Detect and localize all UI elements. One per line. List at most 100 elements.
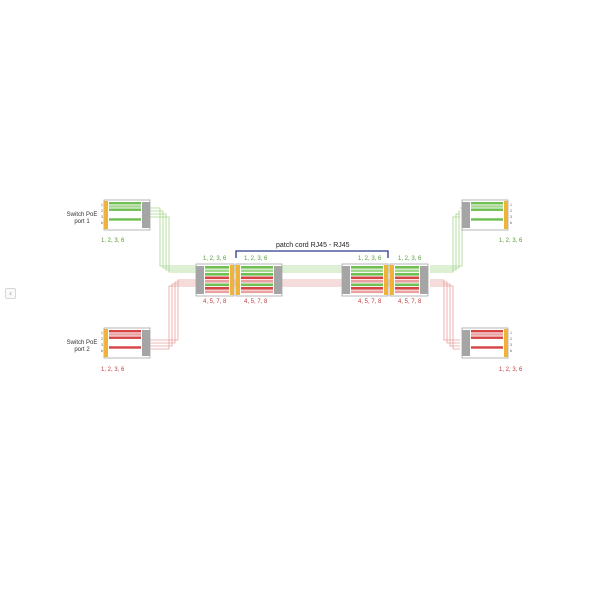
- port2-left-marks-mark: 1: [101, 331, 103, 335]
- port1-plug-left-boot: [142, 202, 150, 228]
- port2-right-marks-mark: 6: [510, 349, 512, 353]
- port2-right-marks-mark: 2: [510, 337, 512, 341]
- switch-port-2-line1: Switch PoE: [66, 340, 98, 346]
- port2-plug-right-pin-stripe: [471, 343, 503, 346]
- cord-plug-b-contacts: [384, 265, 388, 295]
- port2-left-marks-mark: 2: [101, 337, 103, 341]
- switch-port-2-label: Switch PoE port 2: [62, 340, 102, 354]
- port1-plug-right-pin-stripe: [471, 202, 503, 205]
- port1-right-marks-mark: 3: [510, 215, 512, 219]
- port2-left-marks-mark: 6: [101, 349, 103, 353]
- port1-plug-left-pin-stripe: [109, 211, 141, 215]
- cord-plug-b-boot: [342, 266, 350, 294]
- port1-plug-right-pin-stripe: [471, 221, 503, 224]
- pins-label-splitter-b-bottom: 4, 5, 7, 8: [398, 299, 422, 305]
- cord-plug-a: [235, 263, 283, 297]
- splitter-a: [195, 263, 235, 297]
- port2-plug-left-pin-stripe: [109, 333, 141, 336]
- splitter-b-pin-stripe: [395, 273, 419, 276]
- port2-plug-left-contacts: [104, 329, 108, 357]
- patch-cord-bracket: [235, 250, 389, 258]
- port1-plug-left-pin-stripe: [109, 215, 141, 218]
- port1-left-marks-mark: 3: [101, 215, 103, 219]
- cord-plug-a-pin-stripe: [241, 266, 273, 269]
- pins-label-splitter-a-top: 1, 2, 3, 6: [203, 256, 227, 262]
- splitter-a-boot: [196, 266, 204, 294]
- port2-plug-right-pin-stripe: [471, 346, 503, 349]
- splitter-b-pin-stripe: [395, 269, 419, 273]
- pins-label-left-bottom: 1, 2, 3, 6: [101, 367, 125, 373]
- port1-plug-right-pin-stripe: [471, 224, 503, 228]
- port2-plug-left-pin-stripe: [109, 352, 141, 356]
- port1-right-marks-mark: 2: [510, 209, 512, 213]
- cord-plug-b-pin-stripe: [351, 287, 383, 290]
- port1-plug-left-pin-stripe: [109, 202, 141, 205]
- cord-plug-b-pin-stripe: [351, 266, 383, 269]
- port2-plug-left-boot: [142, 330, 150, 356]
- port1-plug-left-pin-stripe: [109, 224, 141, 228]
- pins-label-splitter-b-top: 1, 2, 3, 6: [398, 256, 422, 262]
- port2-plug-right-pin-stripe: [471, 339, 503, 343]
- splitter-a-pin-stripe: [205, 269, 229, 273]
- splitter-b-pin-stripe: [395, 287, 419, 290]
- chevron-left-icon: ‹: [8, 289, 13, 298]
- splitter-a-pin-stripe: [205, 266, 229, 269]
- pins-label-right-bottom: 1, 2, 3, 6: [499, 367, 523, 373]
- port1-plug-right-pin-stripe: [471, 215, 503, 218]
- pins-label-cord-a-bottom: 4, 5, 7, 8: [244, 299, 268, 305]
- splitter-b-boot: [420, 266, 428, 294]
- port2-plug-left-pin-stripe: [109, 336, 141, 339]
- switch-port-1-line2: port 1: [74, 219, 90, 225]
- port2-plug-left-pin-stripe: [109, 349, 141, 352]
- splitter-a-pin-stripe: [205, 283, 229, 287]
- splitter-b-pin-stripe: [395, 266, 419, 269]
- splitter-a-pin-stripe: [205, 276, 229, 280]
- cord-plug-a-pin-stripe: [241, 269, 273, 273]
- port1-right-marks-mark: 1: [510, 203, 512, 207]
- cord-plug-a-pin-stripe: [241, 290, 273, 294]
- port2-plug-right-boot: [462, 330, 470, 356]
- cord-plug-a-boot: [274, 266, 282, 294]
- port2-right-marks-mark: 1: [510, 331, 512, 335]
- port2-plug-right-pin-stripe: [471, 352, 503, 356]
- pins-label-right-top: 1, 2, 3, 6: [499, 238, 523, 244]
- cord-plug-b-pin-stripe: [351, 290, 383, 294]
- port1-plug-right-boot: [462, 202, 470, 228]
- splitter-a-pin-stripe: [205, 287, 229, 290]
- splitter-a-pin-stripe: [205, 273, 229, 276]
- port2-plug-right-pin-stripe: [471, 333, 503, 336]
- cord-plug-a-pin-stripe: [241, 273, 273, 276]
- port2-plug-right-pin-stripe: [471, 330, 503, 333]
- switch-port-2-line2: port 2: [74, 347, 90, 353]
- port2-plug-right-pin-stripe: [471, 336, 503, 339]
- port1-plug-left-pin-stripe: [109, 205, 141, 208]
- cord-plug-b-pin-stripe: [351, 269, 383, 273]
- cord-plug-b-pin-stripe: [351, 276, 383, 280]
- port2-plug-left-pin-stripe: [109, 343, 141, 346]
- port2-plug-right: [461, 327, 509, 359]
- port1-plug-right-contacts: [504, 201, 508, 229]
- port1-right-marks-mark: 6: [510, 221, 512, 225]
- cord-plug-a-pin-stripe: [241, 276, 273, 280]
- splitter-b-pin-stripe: [395, 280, 419, 283]
- patch-cord-label: patch cord RJ45 - RJ45: [276, 242, 350, 249]
- port1-plug-right-pin-stripe: [471, 208, 503, 211]
- port2-plug-left-pin-stripe: [109, 330, 141, 333]
- splitter-b-pin-stripe: [395, 276, 419, 280]
- port1-left-marks-mark: 1: [101, 203, 103, 207]
- port2-plug-left-pin-stripe: [109, 339, 141, 343]
- cord-plug-b-pin-stripe: [351, 273, 383, 276]
- port1-plug-left-pin-stripe: [109, 208, 141, 211]
- pins-label-left-top: 1, 2, 3, 6: [101, 238, 125, 244]
- port1-plug-left-pin-stripe: [109, 218, 141, 221]
- port1-plug-left-pin-stripe: [109, 221, 141, 224]
- cord-plug-a-pin-stripe: [241, 283, 273, 287]
- switch-port-1-label: Switch PoE port 1: [62, 212, 102, 226]
- port2-plug-right-contacts: [504, 329, 508, 357]
- prev-arrow-button[interactable]: ‹: [5, 288, 16, 299]
- port2-plug-left-pin-stripe: [109, 346, 141, 349]
- pins-label-cord-b-bottom: 4, 5, 7, 8: [358, 299, 382, 305]
